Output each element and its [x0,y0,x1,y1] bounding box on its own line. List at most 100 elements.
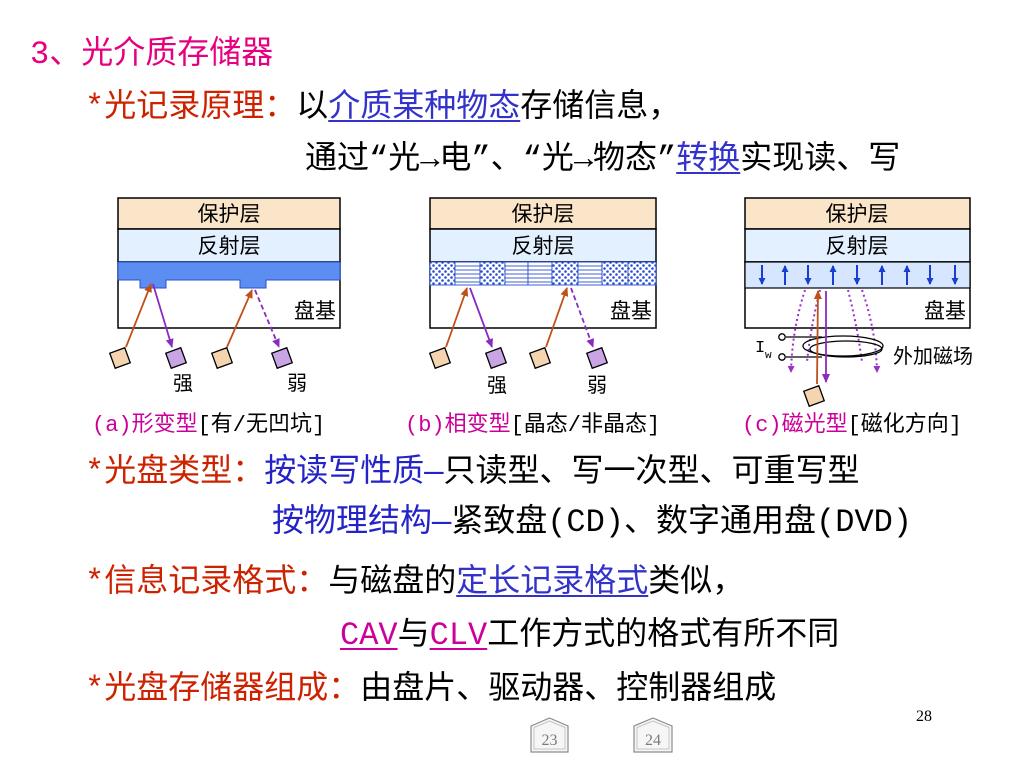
coil-turn [802,335,884,357]
amorphous-region [454,261,481,286]
reflected-beam-weak [570,287,594,348]
by-structure-key: 按物理结构— [272,504,452,541]
reflected-beam-weak [254,289,280,348]
phase-change-layer [429,261,657,286]
page-number: 28 [916,708,932,725]
substrate-label: 盘基 [294,300,336,325]
next-slide-label: 24 [645,732,661,749]
next-slide-button[interactable]: 24 [633,717,673,753]
nav-button-frame [633,717,673,753]
by-rw-key: 按读写性质— [264,454,444,491]
disc-types-line-2: 按物理结构—紧致盘(CD)、数字通用盘(DVD) [272,505,912,541]
caption-detail: [有/无凹坑] [198,412,326,438]
signal-weak-label: 弱 [287,373,307,397]
principle-text-pre: 以 [296,89,329,126]
slide-title: 3、光介质存储器 [30,36,274,73]
caption-type: (b)相变型 [405,412,511,438]
composition-line: *光盘存储器组成：由盘片、驱动器、控制器组成 [85,672,776,708]
record-format-label: *信息记录格式： [85,564,329,601]
reflective-layer-label: 反射层 [198,235,261,260]
coil-terminal [778,353,786,361]
fixed-length-format-link[interactable]: 定长记录格式 [456,564,649,601]
cav-clv-joiner: 与 [397,617,430,654]
prev-slide-button[interactable]: 23 [530,717,569,753]
diagram-caption: (c)磁光型[磁化方向] [742,412,962,438]
caption-detail: [晶态/非晶态] [511,412,661,438]
principle-text-post: 存储信息， [520,89,681,126]
field-line [787,289,806,373]
record-format-post: 类似， [648,564,745,601]
conversion-text-pre: 通过“光→电”、“光→物态” [305,141,677,178]
protective-layer [429,197,657,230]
principle-label: *光记录原理： [85,89,297,126]
coil-turn [809,340,883,358]
protective-layer [744,197,971,230]
crystalline-region [429,261,456,286]
record-format-pre: 与磁盘的 [328,564,457,601]
by-structure-value: 紧致盘(CD)、数字通用盘(DVD) [451,504,913,541]
crystalline-region [601,261,629,286]
signal-strong-label: 强 [173,373,193,397]
laser-beam-in [226,289,253,348]
protective-layer-label: 保护层 [512,203,575,228]
photo-detector [164,346,188,370]
laser-beam-in [445,287,469,348]
crystalline-region [551,261,579,286]
laser-beam-in [813,290,822,385]
reflected-beam-strong [152,283,174,348]
caption-type: (c)磁光型 [742,412,848,438]
disc-types-label: *光盘类型： [85,454,265,491]
field-line [861,289,881,373]
conversion-link[interactable]: 转换 [676,141,741,178]
composition-value: 由盘片、驱动器、控制器组成 [360,671,777,708]
composition-label: *光盘存储器组成： [85,671,361,708]
photo-detector [484,346,508,370]
diagram-caption: (a)形变型[有/无凹坑] [92,412,325,438]
external-field-label: 外加磁场 [893,345,973,370]
amorphous-region [577,261,603,286]
laser-source [108,346,132,370]
amorphous-region [504,261,529,286]
reflective-layer [117,228,341,263]
protective-layer-label: 保护层 [198,203,261,228]
photo-detector [585,346,609,370]
coil-current-symbol: I [755,339,765,358]
nav-button-frame [530,717,569,753]
photo-detector [270,346,294,370]
laser-source [428,346,452,370]
principle-line-1: *光记录原理：以介质某种物态存储信息， [85,90,680,126]
laser-source [528,346,552,370]
clv-link[interactable]: CLV [429,617,488,654]
write-coil [778,333,884,361]
coil-terminal [778,333,786,341]
substrate-label: 盘基 [610,300,652,325]
pit-recording-layer [117,261,341,289]
crystalline-region [627,261,657,286]
medium-state-link[interactable]: 介质某种物态 [328,89,521,126]
caption-detail: [磁化方向] [848,412,962,438]
cav-link[interactable]: CAV [340,617,398,654]
diagram-phase-change: 保护层 反射层 盘基 强 [405,197,661,438]
reflective-layer [429,228,657,263]
principle-line-2: 通过“光→电”、“光→物态”转换实现读、写 [305,142,900,178]
by-rw-value: 只读型、写一次型、可重写型 [443,454,860,491]
diagram-magneto-optical: 保护层 反射层 盘基 [742,197,973,438]
laser-source [210,346,234,370]
substrate-label: 盘基 [924,300,966,325]
record-format-line2-post: 工作方式的格式有所不同 [487,617,840,654]
coil-current-subscript: w [765,350,772,362]
signal-strong-label: 强 [487,375,507,399]
record-format-line-2: CAV与CLV工作方式的格式有所不同 [340,618,839,654]
signal-weak-label: 弱 [587,375,607,399]
diagram-deformation: 保护层 反射层 盘基 强 弱 (a)形变型[有/无凹坑] [92,197,341,438]
disc-types-line-1: *光盘类型：按读写性质—只读型、写一次型、可重写型 [85,455,859,491]
protective-layer-label: 保护层 [826,203,889,228]
reflected-beam-strong [469,287,493,348]
record-format-line-1: *信息记录格式：与磁盘的定长记录格式类似， [85,565,744,601]
caption-type: (a)形变型 [92,412,198,438]
laser-source [802,384,826,408]
laser-beam-in [545,287,569,348]
prev-slide-label: 23 [541,732,558,749]
